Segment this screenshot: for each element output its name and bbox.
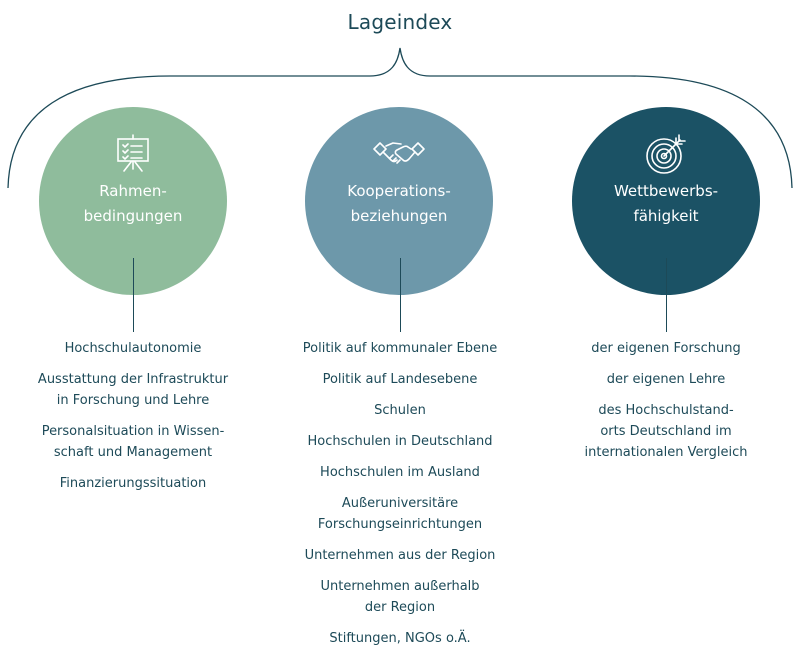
item-list-rahmenbedingungen: Hochschulautonomie Ausstattung der Infra… [0, 338, 268, 504]
list-item: Politik auf Landesebene [322, 372, 478, 387]
list-item: der eigenen Lehre [606, 372, 726, 387]
list-item: Ausstattung der Infrastruktur in Forschu… [37, 372, 229, 408]
list-item: der eigenen Forschung [591, 341, 741, 356]
connector-line [665, 258, 667, 332]
list-item: Politik auf kommunaler Ebene [302, 341, 498, 356]
presentation-board-icon [117, 134, 149, 172]
list-item: Hochschulautonomie [64, 341, 202, 356]
connector-line [399, 258, 401, 332]
circle-label: Rahmen- bedingungen [83, 182, 183, 225]
list-item: Unternehmen außerhalb der Region [320, 579, 480, 615]
list-item: Finanzierungssituation [59, 476, 207, 491]
connector-line [132, 258, 134, 332]
circle-label: Wettbewerbs- fähigkeit [613, 182, 719, 225]
list-item: Hochschulen im Ausland [320, 465, 480, 480]
circle-kooperationsbeziehungen: Kooperations- beziehungen [305, 107, 493, 295]
list-item: Hochschulen in Deutschland [307, 434, 493, 449]
circle-label: Kooperations- beziehungen [347, 182, 451, 225]
item-list-wettbewerbsfaehigkeit: der eigenen Forschung der eigenen Lehre … [531, 338, 800, 473]
list-item: Außeruniversitäre Forschungseinrichtunge… [317, 496, 483, 532]
bracket-connector [7, 47, 793, 189]
diagram-title: Lageindex [347, 10, 453, 34]
list-item: des Hochschulstand- orts Deutschland im … [584, 403, 748, 460]
target-icon [646, 134, 686, 174]
list-item: Schulen [374, 403, 426, 418]
item-list-kooperationsbeziehungen: Politik auf kommunaler Ebene Politik auf… [265, 338, 535, 659]
list-item: Personalsituation in Wissen- schaft und … [41, 424, 225, 460]
list-item: Stiftungen, NGOs o.Ä. [329, 631, 471, 646]
list-item: Unternehmen aus der Region [304, 548, 496, 563]
handshake-icon [373, 142, 425, 164]
